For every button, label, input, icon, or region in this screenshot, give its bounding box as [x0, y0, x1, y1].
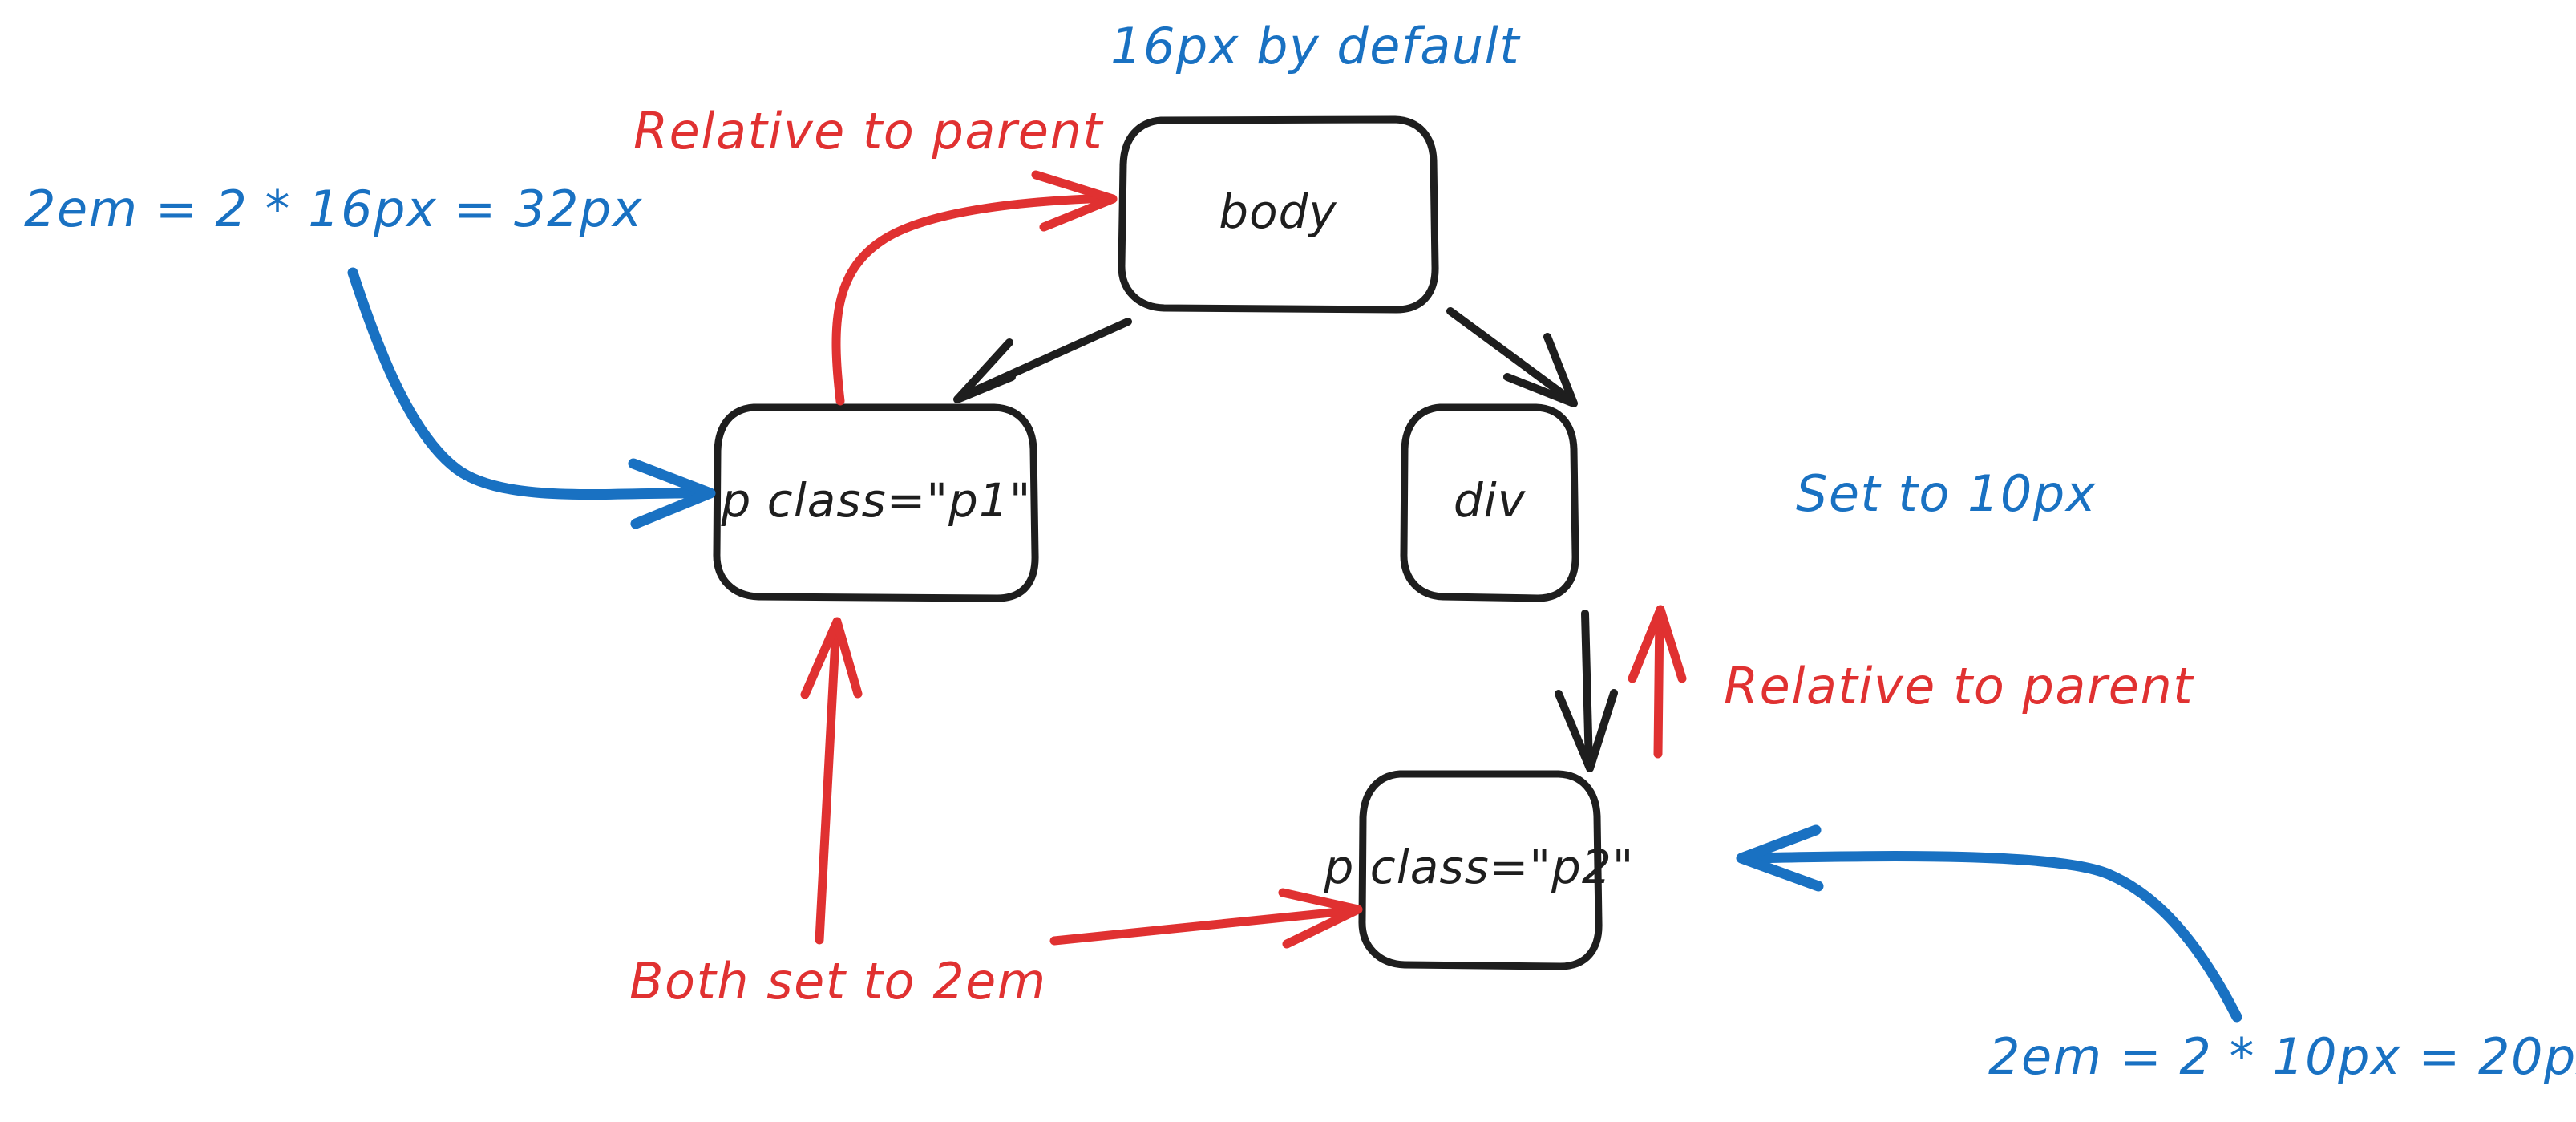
pointer-red-up-to-p1: [800, 617, 863, 945]
node-p2-shape: [1358, 770, 1603, 970]
node-body-label: body: [1219, 184, 1337, 239]
pointer-red-curve-to-body: [831, 170, 1118, 406]
node-div-label: div: [1454, 473, 1527, 528]
pointer-blue-curve-to-p1: [347, 267, 716, 529]
annotation-set-to-10px: Set to 10px: [1796, 464, 2097, 523]
pointer-red-curve-to-body-arrowhead: [1031, 170, 1118, 232]
pointer-red-curve-to-body-line: [831, 193, 1114, 406]
node-p1-label: p class="p1": [721, 473, 1032, 528]
pointer-red-right-to-p2-line: [1049, 905, 1360, 946]
edge-body-to-div-arrowhead: [1503, 333, 1578, 407]
pointer-red-right-to-p2: [1049, 888, 1363, 949]
pointer-blue-curve-to-p1-arrowhead: [628, 458, 716, 529]
pointer-red-up-to-div-line: [1653, 607, 1664, 759]
node-body[interactable]: body: [1118, 115, 1439, 314]
pointer-blue-curve-to-p2-line: [1741, 851, 2242, 1023]
pointer-red-up-to-div-arrowhead: [1628, 605, 1687, 683]
edge-body-to-div-line: [1446, 307, 1576, 405]
annotation-relative-to-parent-top: Relative to parent: [633, 102, 1104, 160]
node-body-shape: [1118, 115, 1439, 314]
annotation-computed-p2: 2em = 2 * 10px = 20px: [1988, 1027, 2576, 1086]
edge-div-to-p2-arrowhead: [1555, 689, 1618, 772]
node-div-shape: [1400, 403, 1579, 602]
annotation-computed-p1: 2em = 2 * 16px = 32px: [24, 180, 643, 238]
pointer-red-up-to-p1-arrowhead: [800, 617, 863, 699]
node-p1[interactable]: p class="p1": [713, 403, 1039, 602]
pointer-red-right-to-p2-arrowhead: [1278, 888, 1363, 949]
pointer-blue-curve-to-p2: [1736, 824, 2242, 1023]
pointer-red-up-to-div: [1628, 605, 1687, 759]
annotation-default-font-size: 16px by default: [1110, 17, 1521, 75]
pointer-blue-curve-to-p2-arrowhead: [1736, 824, 1824, 892]
node-p2-label: p class="p2": [1324, 840, 1635, 894]
edge-body-to-div: [1446, 307, 1578, 407]
edge-div-to-p2: [1555, 610, 1618, 772]
node-p1-shape: [713, 403, 1039, 602]
node-p2[interactable]: p class="p2": [1324, 770, 1635, 970]
pointer-red-up-to-p1-line: [815, 619, 841, 945]
edge-div-to-p2-line: [1581, 610, 1593, 770]
pointer-blue-curve-to-p1-line: [347, 267, 711, 500]
annotation-both-set-to-2em: Both set to 2em: [629, 952, 1047, 1011]
edge-body-to-p1: [953, 318, 1132, 403]
annotation-relative-to-parent-bottom: Relative to parent: [1724, 657, 2194, 715]
edge-body-to-p1-arrowhead: [953, 338, 1016, 403]
node-div[interactable]: div: [1400, 403, 1579, 602]
